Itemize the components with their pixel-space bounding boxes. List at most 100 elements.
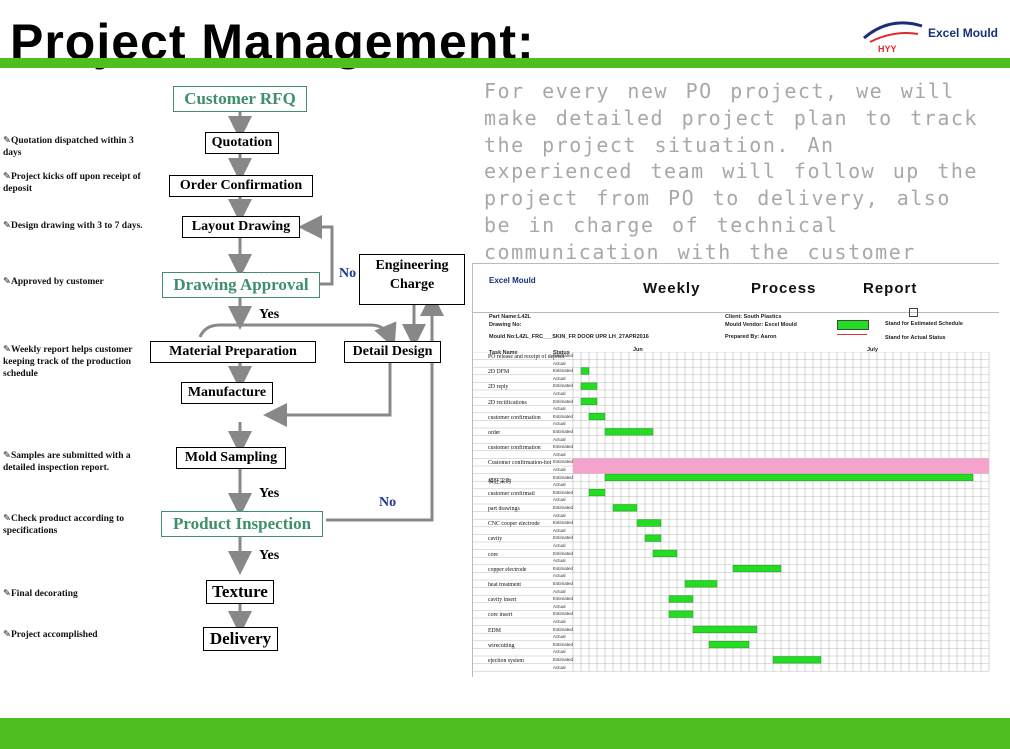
pen-icon: ✎: [3, 514, 11, 524]
report-task-name: customer confirmati: [488, 490, 535, 497]
report-status-actual: Actual: [553, 421, 566, 427]
report-part-name: Part Name:L42L: [489, 314, 531, 320]
report-vendor: Mould Vendor: Excel Mould: [725, 322, 797, 328]
report-task-name: heat treatment: [488, 582, 521, 588]
note-samples: ✎Samples are submitted with a detailed i…: [3, 451, 131, 473]
report-status-actual: Actual: [553, 527, 566, 533]
gantt-bar: [668, 595, 694, 603]
report-task-name: copper electrode: [488, 566, 527, 573]
report-status-actual: Actual: [553, 451, 566, 457]
report-status-estimated: Estimated: [553, 489, 574, 495]
legend-estimated: Stand for Estimated Schedule: [885, 321, 963, 327]
gantt-bar: [692, 625, 758, 633]
gantt-bar: [636, 519, 662, 527]
report-status-actual: Actual: [553, 543, 566, 548]
report-status-estimated: Estimated: [553, 398, 574, 404]
pen-icon: ✎: [3, 277, 11, 287]
note-approved: ✎Approved by customer: [3, 277, 104, 287]
pen-icon: ✎: [3, 221, 11, 231]
node-engineering-charge: Engineering Charge: [359, 254, 465, 305]
report-task-name: core insert: [488, 612, 513, 619]
report-status-actual: Actual: [553, 603, 566, 609]
report-title-process: Process: [751, 280, 817, 297]
note-design: ✎Design drawing with 3 to 7 days.: [3, 221, 143, 231]
report-month-jun: Jun: [633, 347, 643, 353]
report-status-actual: Actual: [553, 375, 566, 381]
report-header: Excel Mould Weekly Process Report: [473, 264, 999, 313]
report-mould-no: Mould No:L42L_FRC___SKIN_FR DOOR UPR LH_…: [489, 334, 649, 340]
node-detail-design: Detail Design: [344, 341, 441, 363]
report-task-name: wirecutting: [488, 642, 515, 649]
report-status-actual: Actual: [553, 634, 566, 640]
report-task-name: EDM: [488, 627, 501, 634]
report-task-name: PO release and receipt of deposit: [488, 354, 565, 360]
node-delivery: Delivery: [203, 627, 278, 651]
report-status-estimated: Estimated: [553, 459, 574, 465]
report-task-name: order: [488, 430, 501, 436]
report-task-name: customer confirmation: [488, 445, 541, 452]
report-status-estimated: Estimated: [553, 429, 574, 434]
report-task-name: cavity insert: [488, 597, 517, 604]
node-product-inspection: Product Inspection: [161, 511, 323, 537]
gantt-bar: [612, 504, 638, 512]
node-customer-rfq: Customer RFQ: [173, 86, 307, 112]
report-task-name: CNC cooper electrode: [488, 521, 540, 528]
gantt-bar: [580, 367, 590, 375]
gantt-bar: [732, 565, 782, 573]
report-client: Client: South Plastics: [725, 314, 782, 320]
label-no-approval: No: [339, 266, 357, 281]
gantt-bar: [588, 413, 606, 421]
report-status-estimated: Estimated: [553, 565, 574, 571]
gantt-bar: [580, 382, 598, 390]
report-logo: Excel Mould: [489, 276, 536, 285]
report-task-name: 模胚采购: [488, 478, 512, 485]
note-quotation: ✎Quotation dispatched within 3 days: [3, 136, 134, 158]
logo-mark: HYY: [878, 44, 897, 54]
report-status-estimated: Estimated: [553, 520, 574, 526]
report-status-actual: Actual: [553, 360, 566, 366]
node-order-confirmation: Order Confirmation: [169, 175, 313, 197]
pen-icon: ✎: [3, 451, 11, 461]
note-weekly-report: ✎Weekly report helps customer keeping tr…: [3, 345, 133, 379]
report-status-estimated: Estimated: [553, 353, 574, 358]
report-task-name: Customer confirmation-hot: [488, 460, 552, 467]
report-status-estimated: Estimated: [553, 596, 574, 602]
report-task-name: core: [488, 551, 498, 558]
gantt-bar: [644, 534, 662, 542]
report-status-estimated: Estimated: [553, 581, 574, 586]
report-prepared: Prepared By: Aaron: [725, 334, 777, 340]
report-status-actual: Actual: [553, 482, 566, 488]
report-status-estimated: Estimated: [553, 641, 574, 647]
pen-icon: ✎: [3, 589, 11, 599]
report-status-actual: Actual: [553, 664, 566, 670]
gantt-bar: [604, 428, 654, 436]
report-status-actual: Actual: [553, 649, 566, 655]
report-status-actual: Actual: [553, 588, 566, 594]
report-drawing-no: Drawing No:: [489, 322, 522, 328]
report-status-estimated: Estimated: [553, 657, 574, 662]
gantt-bar: [772, 656, 822, 664]
node-quotation: Quotation: [205, 132, 279, 154]
gantt-pink-bar: [573, 458, 989, 474]
report-status-actual: Actual: [553, 512, 566, 518]
top-accent-bar: [0, 58, 1010, 68]
report-status-actual: Actual: [553, 406, 566, 412]
report-task-name: cavity: [488, 536, 503, 543]
node-manufacture: Manufacture: [181, 382, 273, 404]
report-status-estimated: Estimated: [553, 368, 574, 374]
report-task-name: part drawings: [488, 506, 520, 512]
report-status-actual: Actual: [553, 619, 566, 624]
report-status-actual: Actual: [553, 558, 566, 564]
legend-estimated-swatch: [837, 320, 869, 330]
description-text: For every new PO project, we will make d…: [484, 79, 978, 291]
report-task-name: 2D DFM: [488, 369, 510, 376]
report-checkbox: [909, 308, 918, 317]
report-status-actual: Actual: [553, 391, 566, 396]
report-status-estimated: Estimated: [553, 444, 574, 450]
gantt-bar: [708, 641, 750, 649]
node-layout-drawing: Layout Drawing: [182, 216, 300, 238]
report-status-estimated: Estimated: [553, 535, 574, 541]
pen-icon: ✎: [3, 345, 11, 355]
report-status-actual: Actual: [553, 573, 566, 579]
report-status-actual: Actual: [553, 497, 566, 503]
